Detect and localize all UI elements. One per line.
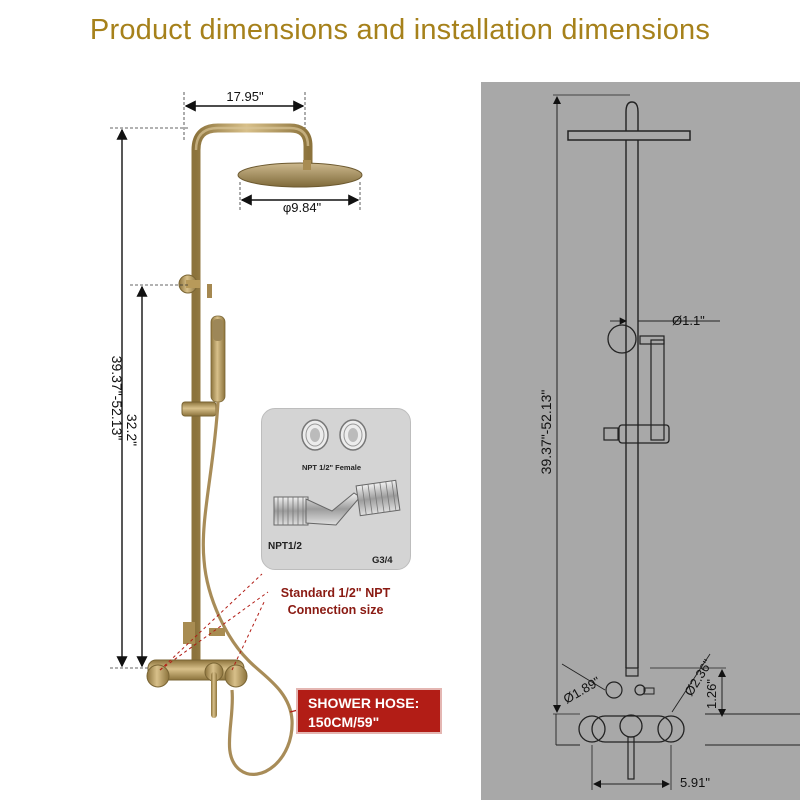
hose-callout-line2: 150CM/59" <box>308 714 380 730</box>
height-label: 39.37"-52.13" <box>538 390 554 475</box>
connector-inset: NPT 1/2" Female NPT1/2 G3/4 <box>261 408 411 570</box>
pipe-diameter-label: Ø1.1" <box>672 313 705 328</box>
g34-thread-label: G3/4 <box>372 555 393 566</box>
bottom-width-label: 5.91" <box>680 775 710 790</box>
head-diameter-label: φ9.84" <box>283 200 322 215</box>
width-label: 17.95" <box>226 89 264 104</box>
head-diameter-dimension: φ9.84" <box>239 182 361 215</box>
hose-callout: SHOWER HOSE: 150CM/59" <box>296 688 442 734</box>
rain-shower-head <box>237 162 363 188</box>
page-title: Product dimensions and installation dime… <box>89 14 711 46</box>
rail-height-dimension: 32.2" <box>124 284 190 668</box>
wall-flange-left <box>146 664 170 688</box>
connection-size-note: Standard 1/2" NPT Connection size <box>258 585 413 619</box>
mixer-outline <box>591 715 673 743</box>
female-thread-ring-left <box>301 419 329 451</box>
connection-note-line1: Standard 1/2" NPT <box>280 586 391 600</box>
connection-note-line2: Connection size <box>287 603 384 617</box>
connector-illustration <box>273 419 401 526</box>
total-height-dimension: 39.37"-52.13" <box>109 127 190 669</box>
total-height-label: 39.37"-52.13" <box>109 356 125 441</box>
eccentric-connector <box>273 479 401 526</box>
rail-height-label: 32.2" <box>124 414 140 446</box>
outlet-height-label: 1.26" <box>704 679 719 709</box>
width-dimension: 17.95" <box>183 89 306 150</box>
technical-panel <box>481 82 800 800</box>
npt-thread-label: NPT1/2 <box>268 541 302 552</box>
slide-holder <box>181 401 217 417</box>
bracket-outline <box>607 324 637 354</box>
shower-hose <box>201 401 294 776</box>
right-technical-diagram: Ø1.1" 39.37"-52.13" Ø1.89" Ø2.36" 1.26" <box>481 82 800 800</box>
wall-flange-right <box>224 664 248 688</box>
female-thread-ring-right <box>339 419 367 451</box>
hose-callout-line1: SHOWER HOSE: <box>308 695 420 711</box>
handshower-outline <box>650 339 665 441</box>
mixer-lever <box>211 672 217 718</box>
shower-head-outline <box>567 130 691 141</box>
female-thread-label: NPT 1/2" Female <box>302 463 361 472</box>
left-product-diagram: 17.95" φ9.84" <box>109 89 363 776</box>
